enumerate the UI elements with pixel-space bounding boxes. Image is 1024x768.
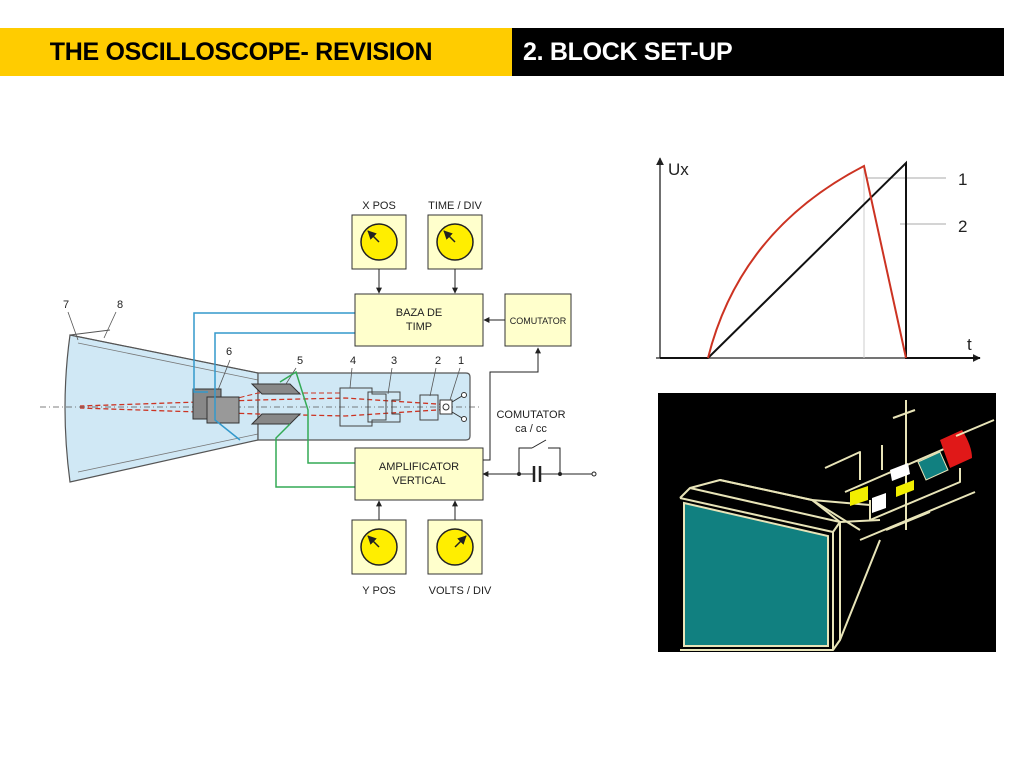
electrode-6-b	[206, 396, 240, 424]
part-label-1: 1	[458, 355, 464, 367]
amplifier-wires	[275, 370, 355, 488]
curve-1-charge	[707, 164, 907, 359]
part-label-8: 8	[117, 299, 123, 311]
amplifier-label-2: VERTICAL	[392, 475, 446, 487]
crt-3d-plate-1	[850, 486, 868, 506]
deflection-plate-top	[250, 383, 302, 395]
curve-label-1: 1	[958, 170, 967, 189]
timebase-block	[354, 293, 484, 347]
input-switch-label-1: COMUTATOR	[496, 409, 565, 421]
timebase-label-2: TIMP	[406, 321, 432, 333]
header-title-bar: THE OSCILLOSCOPE- REVISION	[0, 28, 512, 76]
knob-y-pos-label: Y POS	[362, 585, 395, 597]
crt-3d-screen	[683, 501, 829, 647]
crt-3d-plate-3	[890, 463, 910, 481]
curve-2-sawtooth	[660, 160, 980, 359]
crt-bulb	[64, 334, 259, 483]
header-section-bar: 2. BLOCK SET-UP	[512, 28, 1004, 76]
crt-3d-plate-4	[896, 480, 914, 497]
curve-label-2: 2	[958, 217, 967, 236]
header-section: 2. BLOCK SET-UP	[523, 37, 733, 66]
amplifier-label-1: AMPLIFICATOR	[379, 461, 459, 473]
y-axis-label: Ux	[668, 160, 689, 179]
header-title: THE OSCILLOSCOPE- REVISION	[49, 37, 433, 66]
part-labels: 7 8 6 5 4 3 2 1	[63, 299, 464, 367]
knob-time-div-label: TIME / DIV	[428, 200, 482, 212]
amplifier-block	[354, 447, 484, 501]
timebase-label-1: BAZA DE	[396, 307, 442, 319]
part-label-7: 7	[63, 299, 69, 311]
timebase-wires	[193, 312, 355, 441]
input-switch-label-2: ca / cc	[515, 423, 547, 435]
waveform-graph: Ux t 1 2	[656, 157, 981, 362]
crt-neck	[257, 372, 471, 441]
part-label-5: 5	[297, 355, 303, 367]
part-label-6: 6	[226, 346, 232, 358]
knob-x-pos-label: X POS	[362, 200, 396, 212]
knob-x-pos[interactable]	[351, 214, 407, 270]
crt-tube	[40, 329, 480, 483]
crt-3d-gun-cap	[940, 430, 972, 468]
input-coupling-circuit	[482, 439, 597, 482]
knob-y-pos[interactable]	[351, 519, 407, 575]
crt-3d-plate-2	[872, 493, 886, 513]
part-label-3: 3	[391, 355, 397, 367]
crt-3d-gun	[917, 451, 949, 481]
knob-volts-div[interactable]	[427, 519, 483, 575]
crt-3d-illustration	[658, 393, 996, 652]
comutator-block	[504, 293, 572, 347]
part-label-2: 2	[435, 355, 441, 367]
knob-volts-div-label: VOLTS / DIV	[429, 585, 492, 597]
part-label-4: 4	[350, 355, 356, 367]
deflection-plate-bottom	[250, 413, 302, 425]
x-axis-label: t	[967, 335, 972, 354]
comutator-label: COMUTATOR	[510, 316, 567, 326]
knob-time-div[interactable]	[427, 214, 483, 270]
